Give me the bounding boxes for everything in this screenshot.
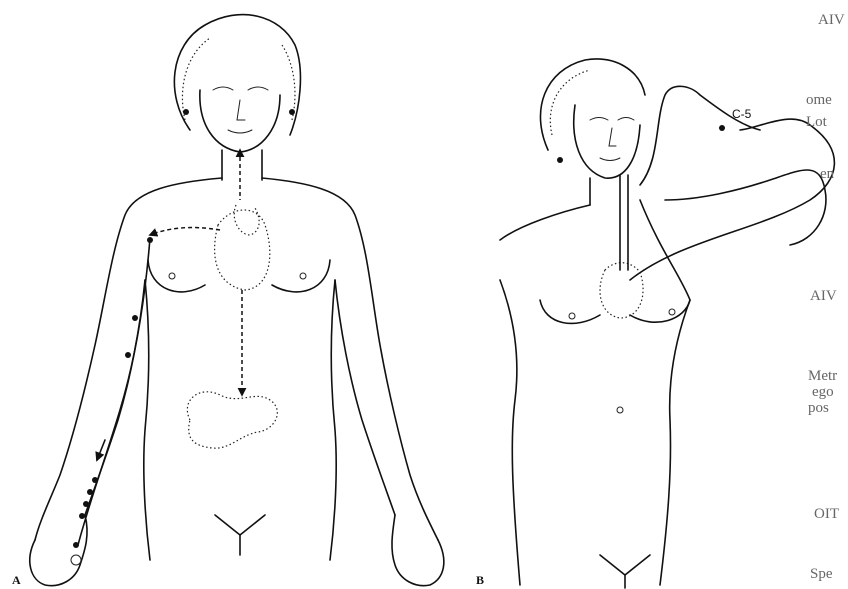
svg-text:ego: ego xyxy=(812,384,834,400)
svg-text:Lot: Lot xyxy=(806,114,828,130)
svg-text:OIT: OIT xyxy=(814,506,839,522)
panel-a-label: A xyxy=(12,573,21,587)
svg-text:Metr: Metr xyxy=(808,368,837,384)
panel-b-label: B xyxy=(476,573,484,587)
svg-text:ome: ome xyxy=(806,92,832,108)
c5-callout: C-5 xyxy=(732,107,752,121)
svg-text:AIV: AIV xyxy=(810,288,837,304)
panel-a-figure: A xyxy=(12,15,444,587)
svg-text:AIV: AIV xyxy=(818,12,845,28)
bleed-through-text: AIV ome Lot en AIV Metr ego pos OIT Spe xyxy=(806,12,845,582)
svg-text:Spe: Spe xyxy=(810,566,833,582)
svg-text:pos: pos xyxy=(808,400,829,416)
panel-b-figure: C-5 B xyxy=(476,59,834,588)
svg-text:en: en xyxy=(820,166,835,182)
